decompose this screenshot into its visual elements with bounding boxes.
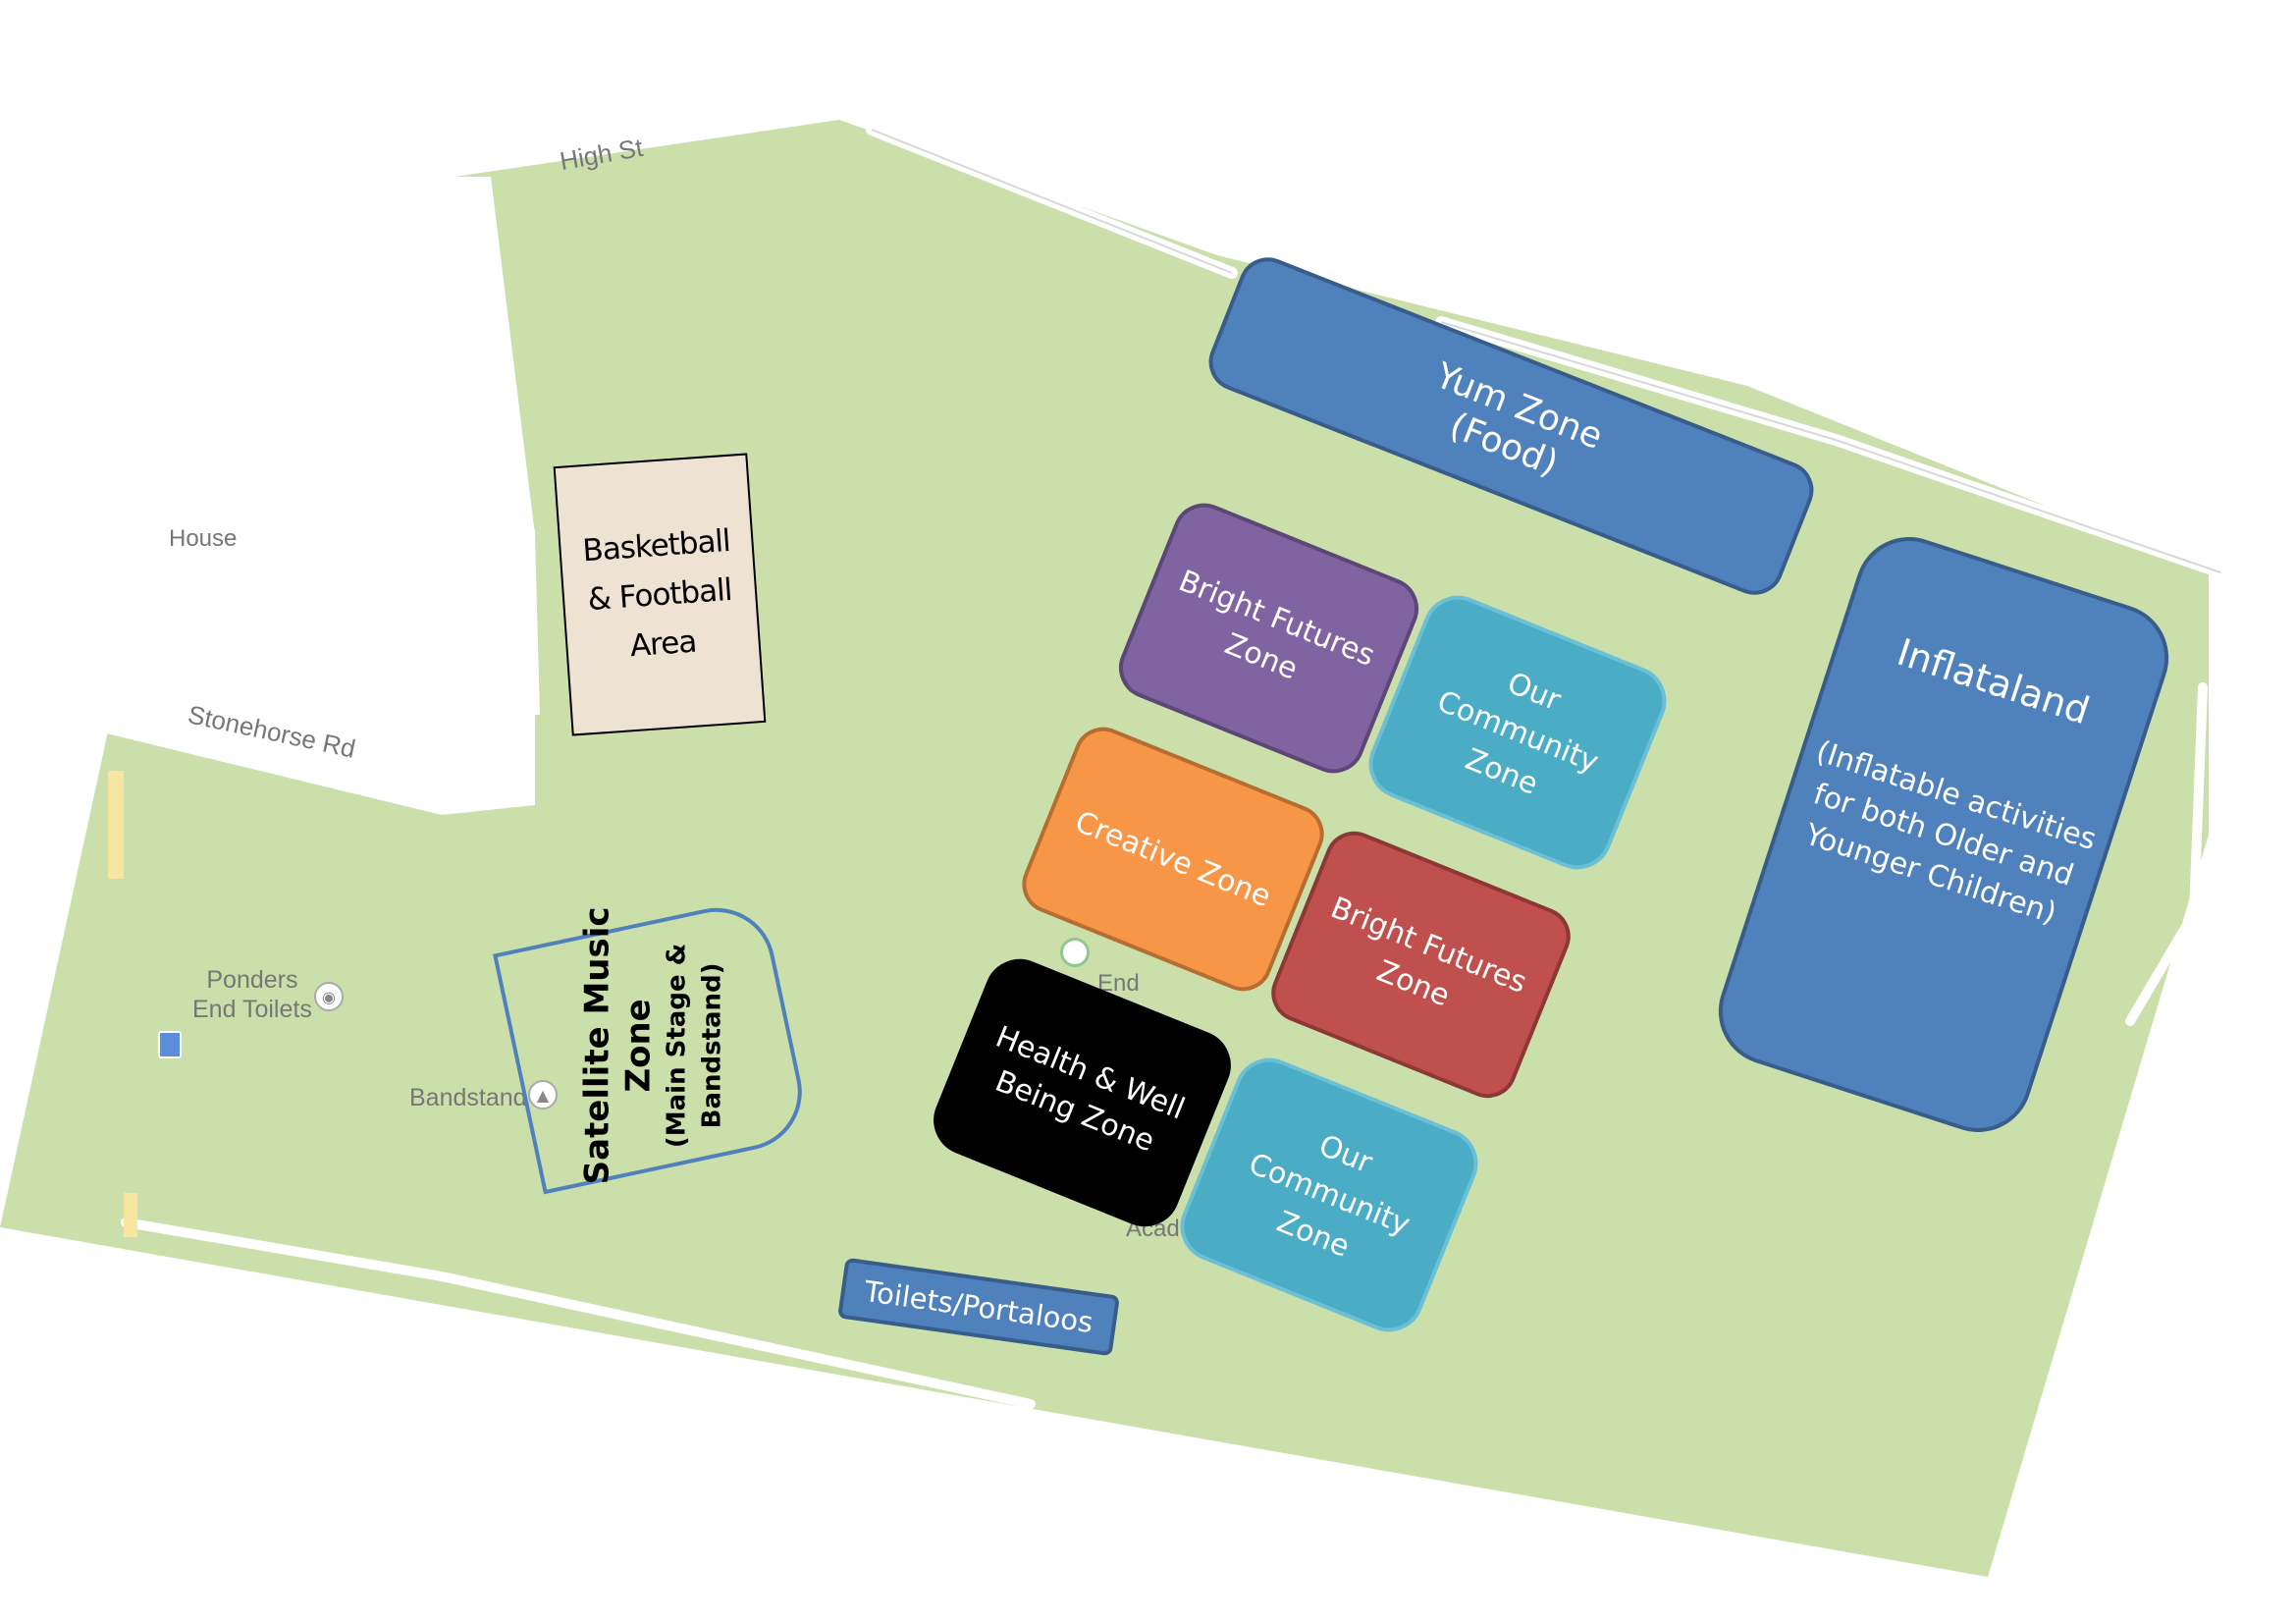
toilets-label-line2: End Toilets xyxy=(192,996,312,1023)
bus-stop-icon xyxy=(158,1031,182,1058)
satellite-line3: (Main Stage & xyxy=(662,943,692,1149)
bandstand-icon: ▲ xyxy=(528,1080,558,1110)
satellite-music-text: Satellite Music Zone (Main Stage & Bands… xyxy=(576,907,729,1185)
east-road xyxy=(2125,682,2208,1026)
toilets-label: Ponders End Toilets xyxy=(192,965,312,1024)
toilets-label-line1: Ponders xyxy=(206,966,298,994)
south-road xyxy=(121,1218,1036,1409)
restroom-icon: ◉ xyxy=(314,982,344,1011)
road-edge-line-east xyxy=(1440,321,2221,573)
inflataland-title: Inflataland xyxy=(1892,629,2095,733)
satellite-line4: Bandstand) xyxy=(697,962,727,1129)
road-edge-line xyxy=(871,129,1233,274)
west-road-yellow xyxy=(108,771,124,879)
basketball-label-line2: & Football xyxy=(586,571,733,618)
basketball-label-line3: Area xyxy=(628,623,698,664)
south-west-road-yellow xyxy=(124,1193,137,1237)
satellite-line2: Zone xyxy=(618,999,659,1093)
basketball-football-area[interactable]: Basketball & Football Area xyxy=(553,453,767,736)
satellite-line1: Satellite Music xyxy=(577,906,617,1185)
bandstand-label: Bandstand xyxy=(409,1084,527,1111)
creative-zone-label: Creative Zone xyxy=(1070,804,1276,914)
house-label: House xyxy=(169,525,238,552)
building-cutout xyxy=(98,432,535,815)
building-cutout-west xyxy=(0,638,118,746)
green-marker-icon xyxy=(1060,938,1090,967)
